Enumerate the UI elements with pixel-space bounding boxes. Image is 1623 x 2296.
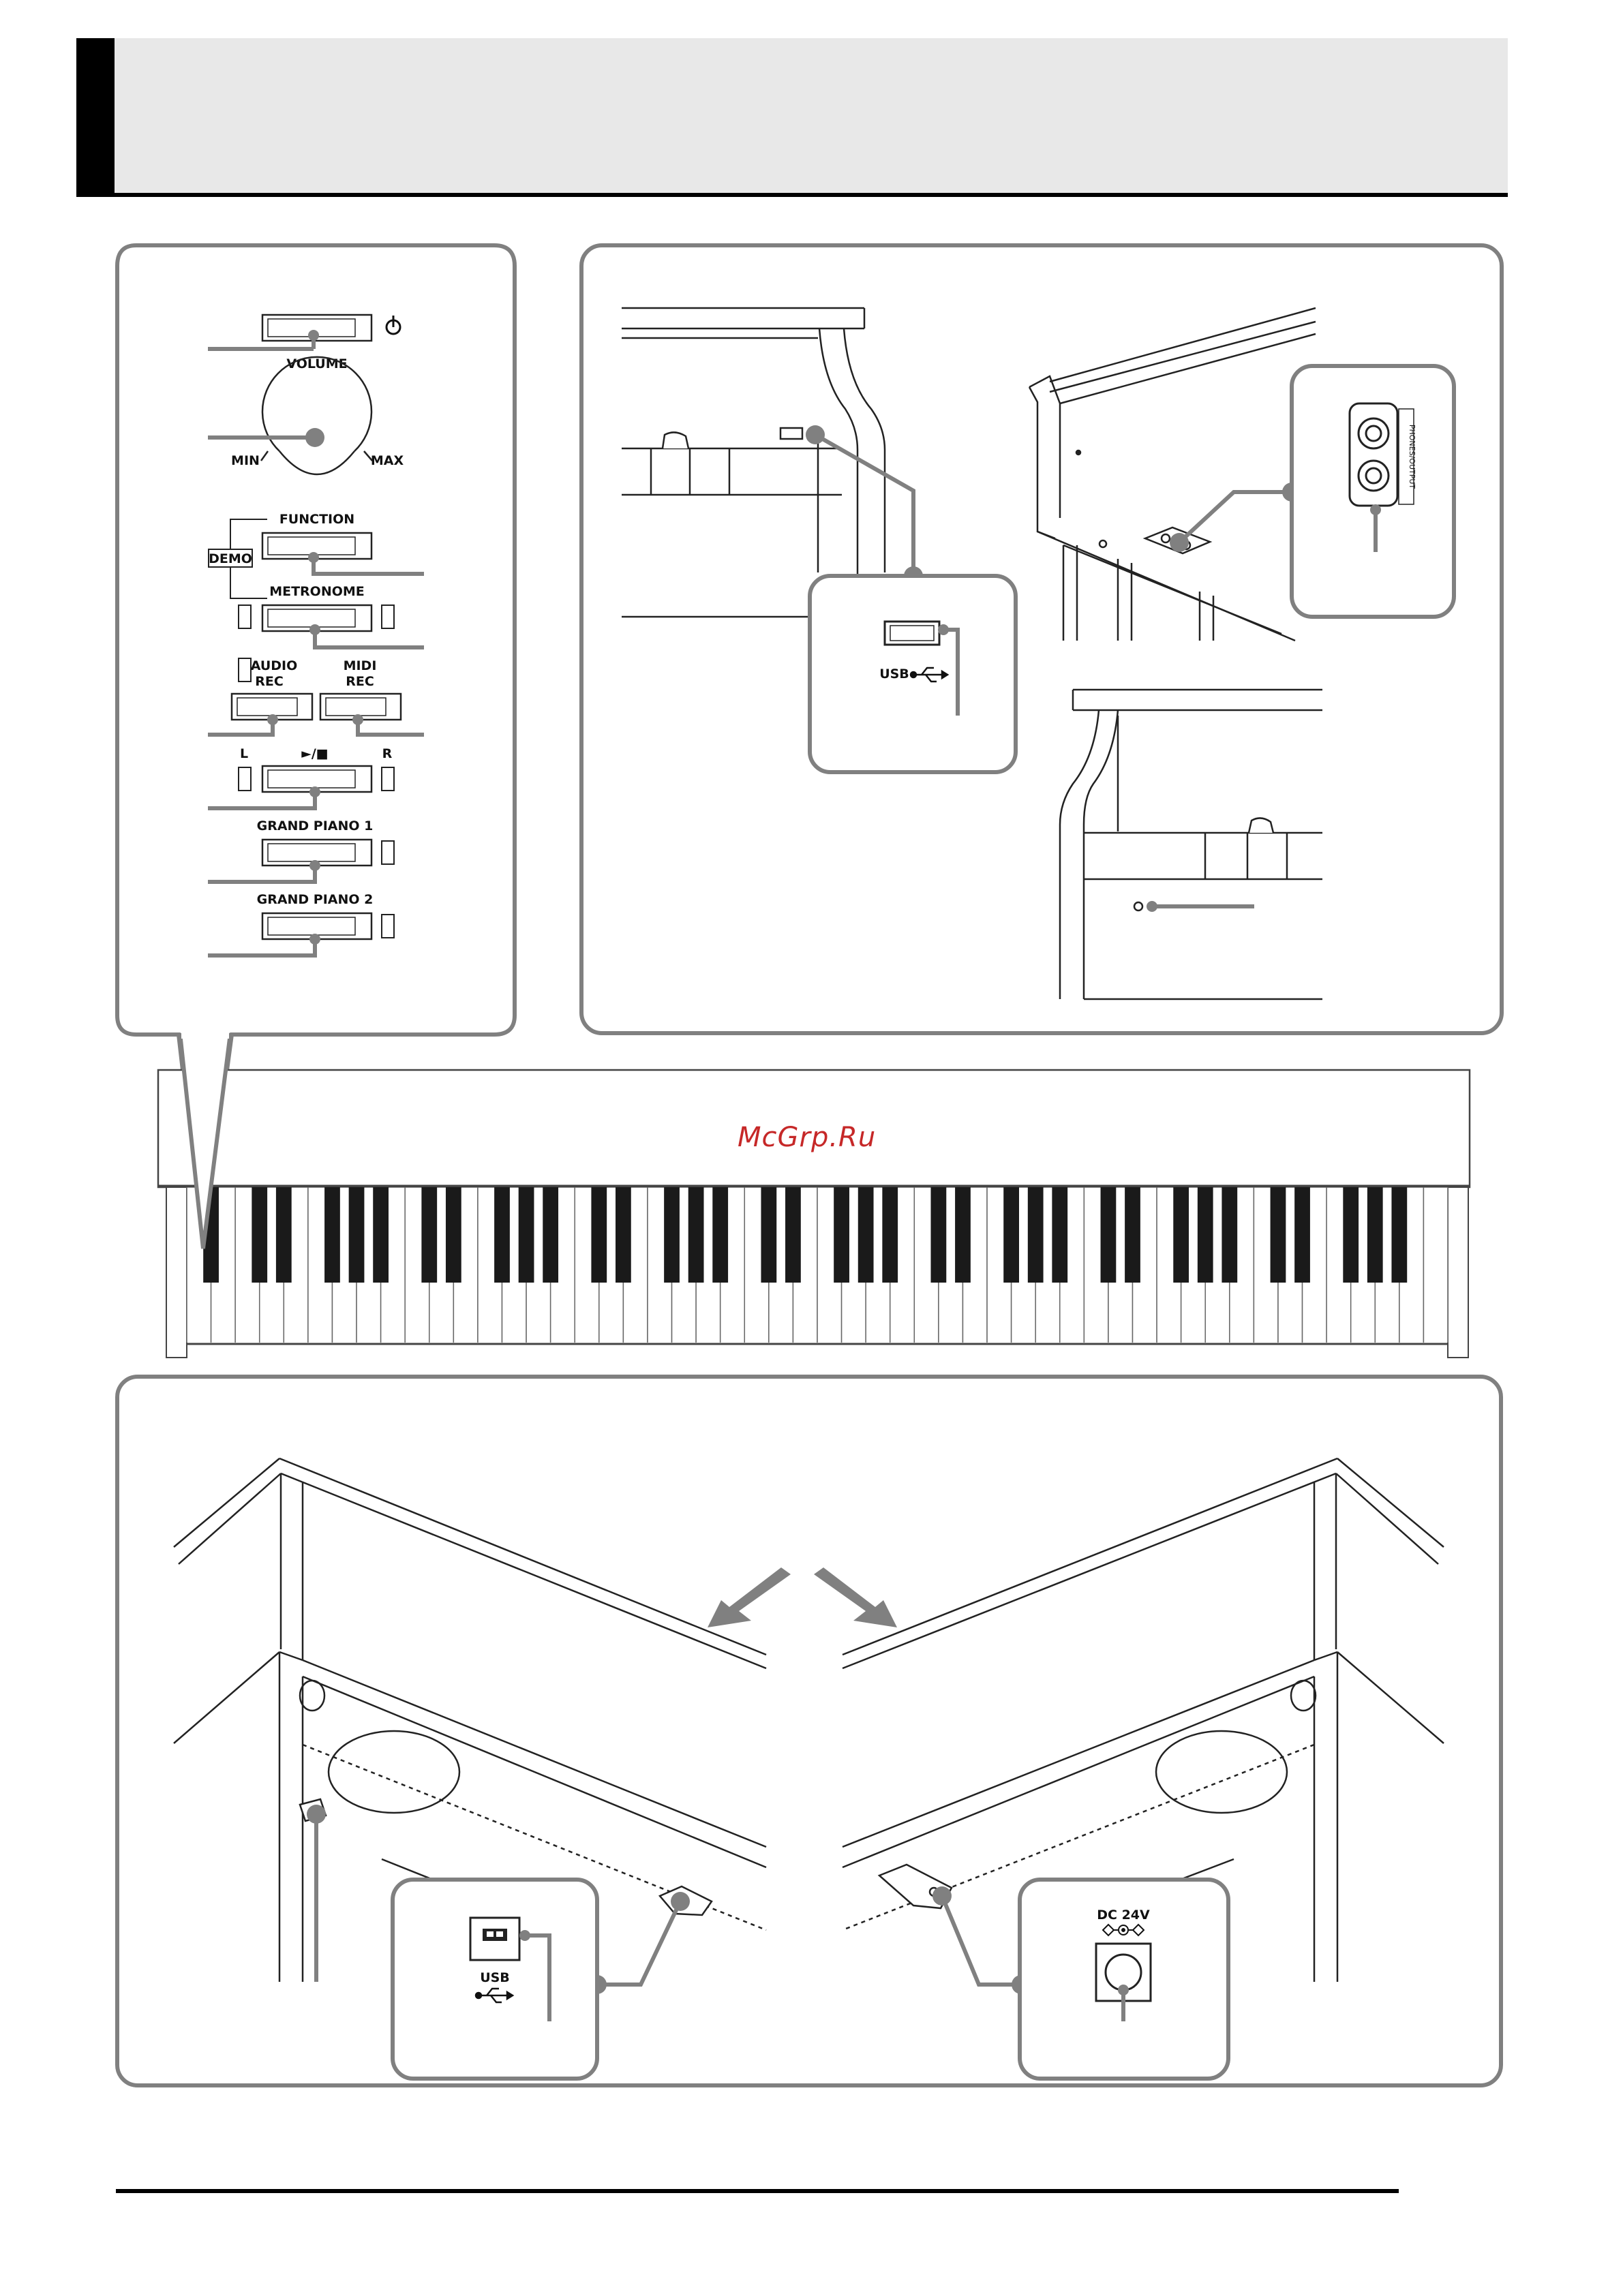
black-key: [1222, 1187, 1237, 1283]
black-key: [1173, 1187, 1189, 1283]
black-key: [373, 1187, 389, 1283]
function-label: FUNCTION: [279, 512, 354, 527]
black-key: [1003, 1187, 1019, 1283]
volume-max-label: MAX: [371, 453, 404, 468]
black-key: [591, 1187, 607, 1283]
left-label: L: [240, 746, 248, 761]
black-key: [616, 1187, 631, 1283]
black-key: [252, 1187, 267, 1283]
black-key: [421, 1187, 437, 1283]
grand-piano-2-label: GRAND PIANO 2: [257, 892, 374, 907]
midi-rec-label-2: REC: [346, 674, 374, 689]
black-key: [712, 1187, 728, 1283]
black-key: [931, 1187, 947, 1283]
black-key: [858, 1187, 874, 1283]
grand-piano-1-indicator: [382, 841, 394, 864]
black-key: [1028, 1187, 1044, 1283]
footer-rule: [116, 2189, 1399, 2193]
usb-b-port[interactable]: [470, 1918, 519, 1960]
black-key: [785, 1187, 801, 1283]
black-key: [276, 1187, 292, 1283]
black-key: [1367, 1187, 1383, 1283]
black-key: [1343, 1187, 1359, 1283]
volume-min-label: MIN: [231, 453, 260, 468]
black-key: [519, 1187, 534, 1283]
audio-rec-label-1: AUDIO: [251, 658, 298, 673]
black-key: [1125, 1187, 1140, 1283]
black-key: [1391, 1187, 1407, 1283]
black-key: [1101, 1187, 1117, 1283]
black-key: [1052, 1187, 1067, 1283]
midi-rec-label-1: MIDI: [344, 658, 377, 673]
black-key: [761, 1187, 776, 1283]
keyboard-illustration: [158, 1070, 1470, 1358]
usb-label-bottom: USB: [480, 1970, 510, 1985]
grand-piano-2-indicator: [382, 915, 394, 938]
white-key: [1423, 1187, 1448, 1344]
usb-label-top: USB: [879, 667, 909, 682]
black-key: [664, 1187, 680, 1283]
right-label: R: [382, 746, 393, 761]
black-key: [1198, 1187, 1213, 1283]
bottom-panel: [117, 1377, 1501, 2085]
black-key: [494, 1187, 510, 1283]
black-key: [688, 1187, 704, 1283]
black-key: [955, 1187, 971, 1283]
metronome-indicator-left: [239, 605, 251, 628]
dc-label: DC 24V: [1097, 1908, 1150, 1923]
black-key: [446, 1187, 461, 1283]
callout-pointer-mask: [181, 1029, 229, 1039]
top-right-panel: [581, 245, 1502, 1033]
volume-label: VOLUME: [286, 356, 347, 371]
black-key: [882, 1187, 898, 1283]
grand-piano-1-label: GRAND PIANO 1: [257, 818, 374, 833]
black-key: [1271, 1187, 1286, 1283]
watermark: McGrp.Ru: [738, 1122, 876, 1153]
right-indicator: [382, 767, 394, 791]
black-key: [1294, 1187, 1310, 1283]
audio-rec-label-2: REC: [255, 674, 284, 689]
demo-label: DEMO: [209, 551, 252, 566]
phones-label: PHONES/OUTPUT: [1408, 425, 1416, 489]
black-key: [543, 1187, 558, 1283]
metronome-indicator-right: [382, 605, 394, 628]
usb-port[interactable]: [885, 622, 939, 645]
play-stop-label: ►/■: [301, 746, 329, 761]
left-indicator: [239, 767, 251, 791]
audio-rec-indicator: [239, 658, 251, 682]
black-key: [834, 1187, 849, 1283]
black-key: [349, 1187, 365, 1283]
headphone-jack-icon[interactable]: [1350, 403, 1397, 506]
metronome-label: METRONOME: [269, 584, 365, 599]
black-key: [324, 1187, 340, 1283]
